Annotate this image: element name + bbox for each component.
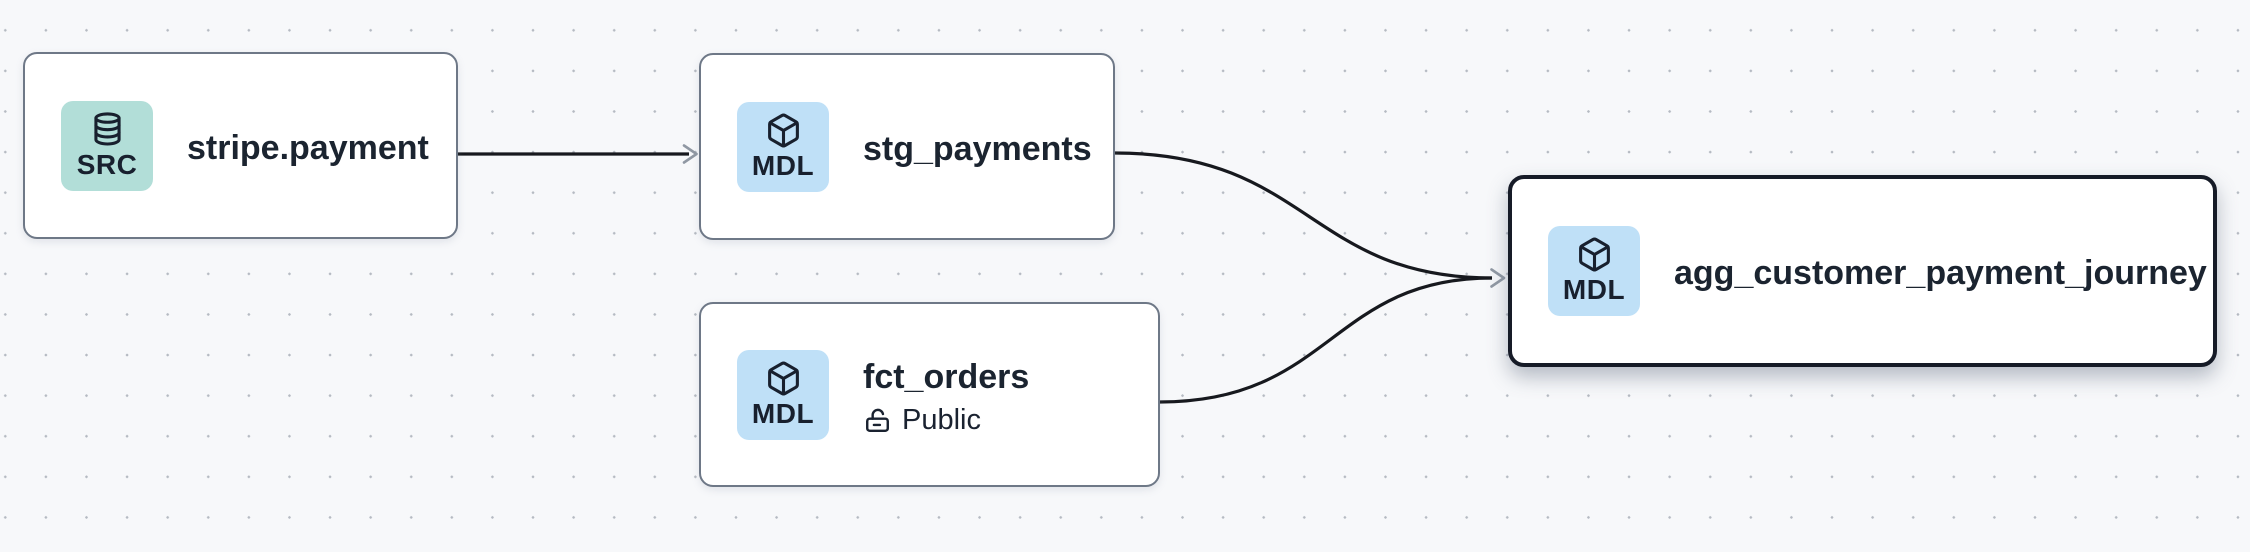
node-agg-customer-payment-journey[interactable]: MDL agg_customer_payment_journey xyxy=(1508,175,2217,367)
node-title: stripe.payment xyxy=(187,128,429,167)
node-fct-orders[interactable]: MDL fct_orders Public xyxy=(699,302,1160,487)
node-text: fct_orders Public xyxy=(863,355,1030,437)
cube-icon xyxy=(767,113,799,148)
badge-label: SRC xyxy=(76,148,138,180)
node-stg-payments[interactable]: MDL stg_payments xyxy=(699,53,1115,240)
badge-label: MDL xyxy=(1562,274,1626,306)
node-stripe-payment[interactable]: SRC stripe.payment xyxy=(23,52,458,239)
node-title: agg_customer_payment_journey xyxy=(1674,254,2207,293)
edge-fct-to-agg xyxy=(1159,276,1493,404)
badge-label: MDL xyxy=(751,149,815,181)
model-type-badge: MDL xyxy=(1548,226,1640,316)
model-type-badge: MDL xyxy=(737,101,829,192)
lock-open-icon xyxy=(866,408,889,433)
node-title: stg_payments xyxy=(863,129,1092,168)
cube-icon xyxy=(1578,237,1610,272)
access-row: Public xyxy=(863,404,1029,437)
model-type-badge: MDL xyxy=(737,349,829,440)
source-type-badge: SRC xyxy=(61,100,153,191)
node-title: fct_orders xyxy=(863,357,1030,396)
access-label: Public xyxy=(902,404,981,437)
arrowhead-icon xyxy=(1490,268,1506,288)
database-icon xyxy=(93,111,121,146)
cube-icon xyxy=(767,361,799,396)
badge-label: MDL xyxy=(751,397,815,429)
arrowhead-icon xyxy=(682,144,698,164)
edge-stg-to-agg xyxy=(1114,151,1493,280)
